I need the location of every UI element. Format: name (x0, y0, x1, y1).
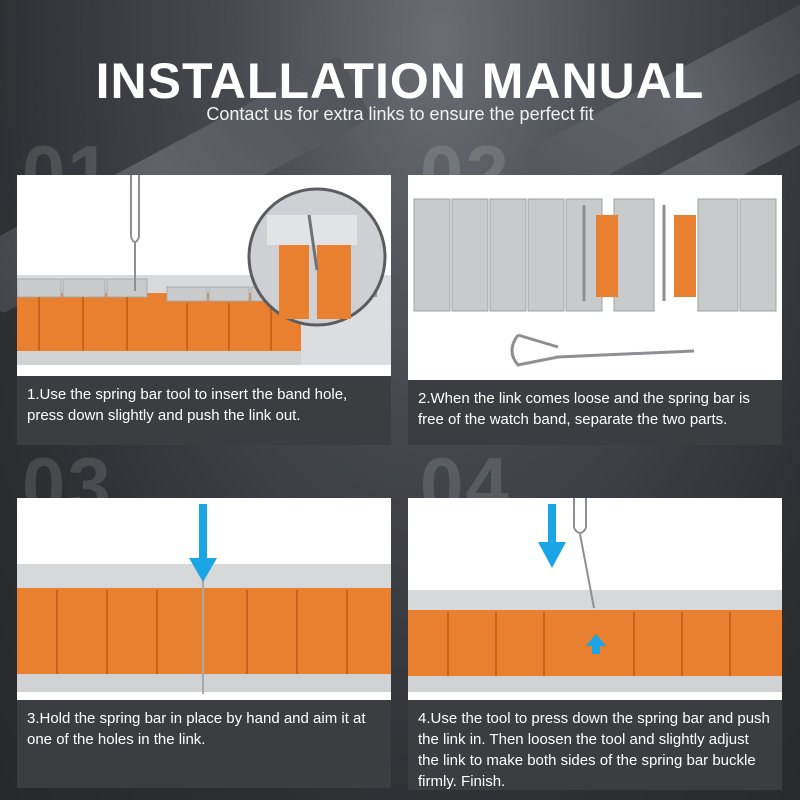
spring-bar-tool-icon (130, 175, 140, 291)
up-arrow-icon (586, 634, 606, 654)
step-1-caption: 1.Use the spring bar tool to insert the … (17, 376, 391, 445)
step-1-photo (17, 175, 391, 376)
step-4-photo (408, 498, 782, 700)
step-panel-2: 2.When the link comes loose and the spri… (408, 175, 782, 445)
spring-bar-tool-icon (510, 333, 695, 367)
step-2-photo (408, 175, 782, 380)
step-panel-3: 3.Hold the spring bar in place by hand a… (17, 498, 391, 788)
step-panel-1: 1.Use the spring bar tool to insert the … (17, 175, 391, 445)
spring-bar-tool-icon (573, 498, 595, 609)
page-subtitle: Contact us for extra links to ensure the… (206, 104, 594, 124)
step-4-caption: 4.Use the tool to press down the spring … (408, 700, 782, 790)
down-arrow-icon (538, 504, 566, 568)
page-title: INSTALLATION MANUAL (95, 53, 705, 109)
step-3-caption: 3.Hold the spring bar in place by hand a… (17, 700, 391, 788)
magnifier-icon (247, 187, 387, 327)
step-panel-4: 4.Use the tool to press down the spring … (408, 498, 782, 790)
step-2-caption: 2.When the link comes loose and the spri… (408, 380, 782, 445)
step-3-photo (17, 498, 391, 700)
down-arrow-icon (189, 504, 217, 582)
